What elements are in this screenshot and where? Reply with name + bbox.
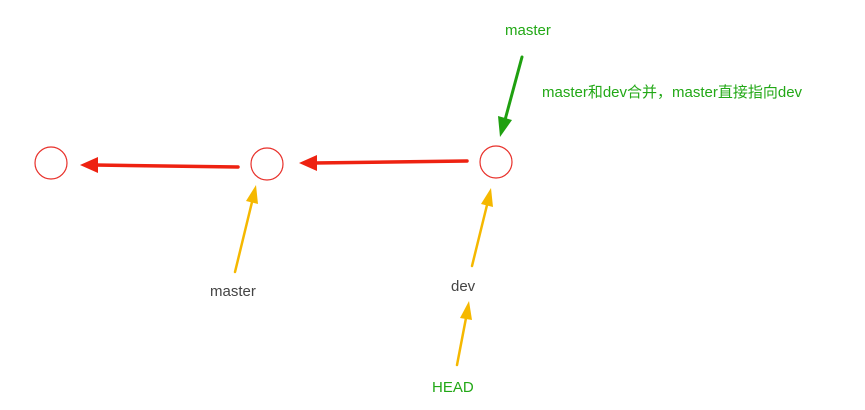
commit-node-3 — [479, 145, 513, 179]
master-arrow-top — [498, 55, 524, 137]
parent-arrow-3-to-2 — [299, 155, 469, 171]
master-label-bottom: master — [210, 283, 256, 300]
dev-arrow — [470, 188, 493, 268]
dev-label: dev — [451, 278, 476, 295]
master-arrow-bottom — [233, 185, 258, 274]
head-arrow — [455, 301, 472, 367]
commit-node-1 — [34, 146, 68, 180]
commit-node-2 — [250, 147, 284, 181]
master-label-top: master — [505, 22, 551, 39]
parent-arrow-2-to-1 — [80, 157, 240, 173]
head-label: HEAD — [432, 379, 474, 396]
merge-note: master和dev合并，master直接指向dev — [542, 84, 803, 101]
